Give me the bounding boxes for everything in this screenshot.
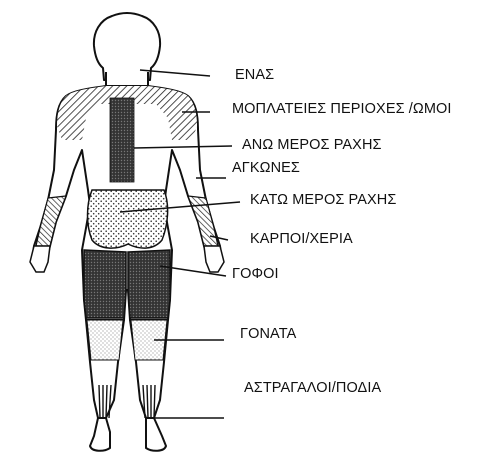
left-foot [90, 418, 110, 451]
label-shoulders: ΜΟΠΛΑΤΕΙΕΣ ΠΕΡΙΟΧΕΣ /ΩΜΟΙ [232, 101, 452, 117]
hips-region [84, 250, 126, 318]
label-knees: ΓΟΝΑΤΑ [240, 326, 296, 342]
knees-region [87, 320, 123, 360]
label-ankles-feet: ΑΣΤΡΑΓΑΛΟΙ/ΠΟΔΙΑ [244, 380, 381, 396]
right-hand [204, 246, 224, 272]
neck [106, 72, 148, 86]
left-hand [30, 246, 50, 272]
upper-back-region [110, 98, 134, 182]
lower-back-region [88, 190, 168, 248]
hips-region-right [128, 250, 170, 318]
label-lower-back: ΚΑΤΩ ΜΕΡΟΣ ΡΑΧΗΣ [250, 192, 396, 208]
label-hips: ΓΟΦΟΙ [232, 266, 279, 282]
head [94, 13, 160, 80]
right-foot [146, 418, 166, 451]
label-wrists-hands: ΚΑΡΠΟΙ/ΧΕΡΙΑ [250, 231, 353, 247]
left-forearm-region [36, 196, 66, 246]
label-neck: ΕΝΑΣ [235, 67, 274, 83]
label-elbows: ΑΓΚΩΝΕΣ [232, 160, 300, 176]
label-upper-back: ΑΝΩ ΜΕΡΟΣ ΡΑΧΗΣ [242, 137, 382, 153]
